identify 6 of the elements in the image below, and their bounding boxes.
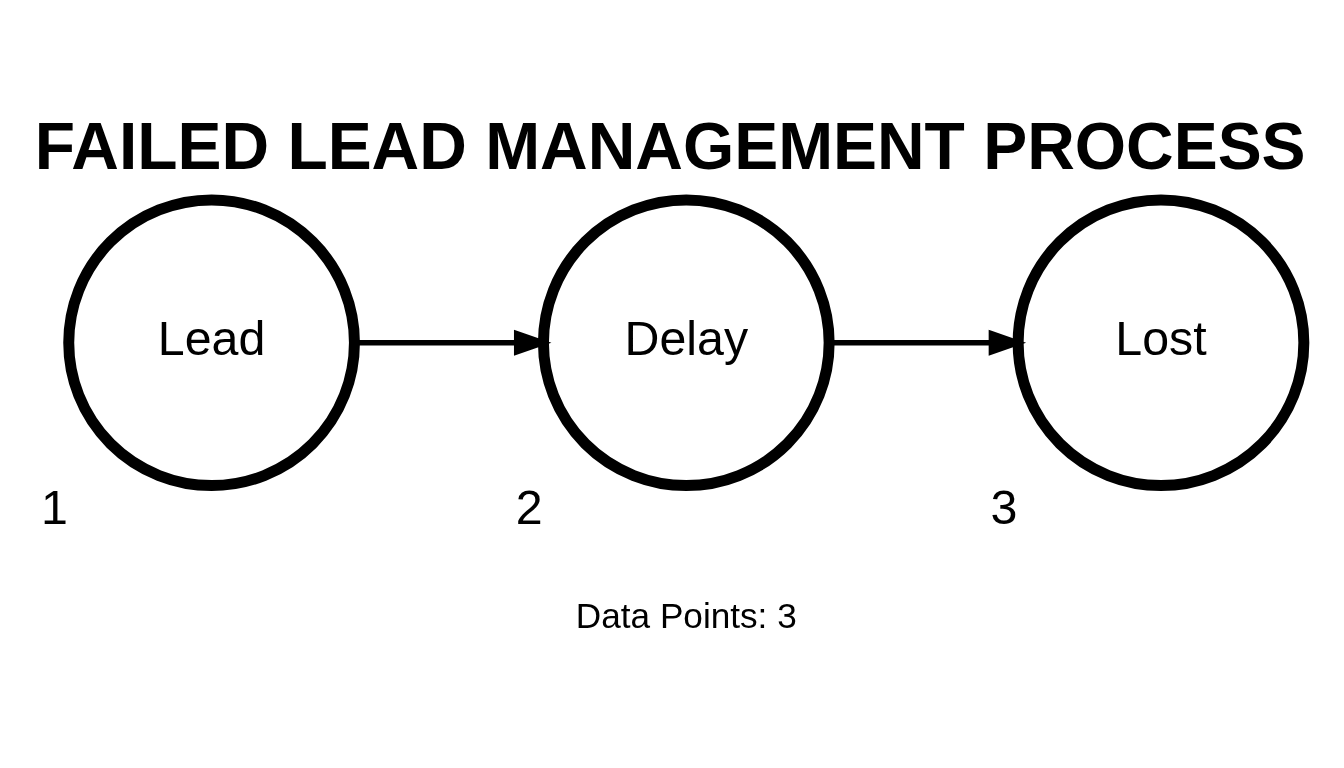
node-circle: Lead [63, 193, 360, 491]
node-circle: Lost [1012, 193, 1310, 491]
arrow [829, 329, 1027, 356]
label: Data Points: 3 [575, 595, 797, 635]
node-circle: Delay [537, 193, 835, 491]
diagram-title: FAILED LEAD MANAGEMENT PROCESS [34, 108, 1306, 183]
